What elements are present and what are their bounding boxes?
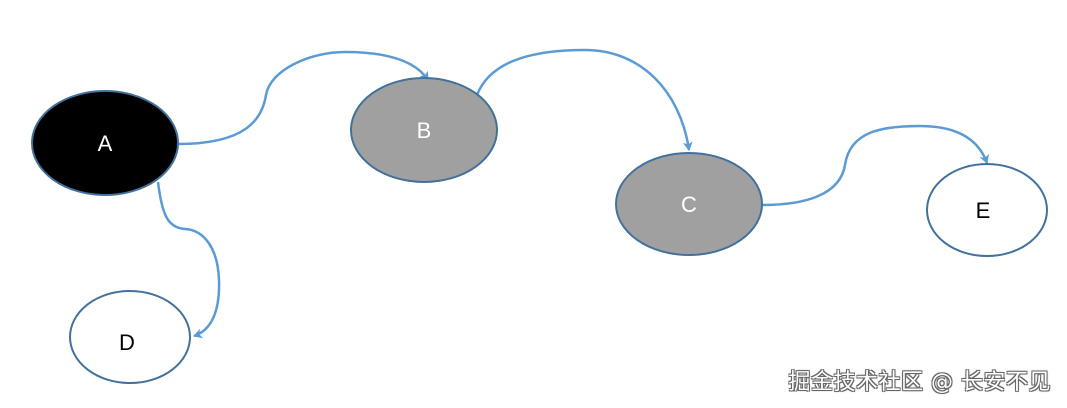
node-d-label: D [119,330,135,355]
node-e-label: E [976,198,991,223]
watermark-text: 掘金技术社区 @ 长安不见 [788,370,1051,395]
node-d: D [69,290,191,384]
node-a: A [31,90,179,196]
node-e-shape [926,163,1048,257]
edge-a-d [156,181,221,339]
node-b-label: B [417,118,432,143]
edge-c-e [761,124,989,207]
node-c-label: C [681,192,697,217]
edge-b-c [475,48,693,151]
node-c-shape [615,152,763,256]
node-a-label: A [98,131,113,156]
node-e: E [926,163,1048,257]
node-c: C [615,152,763,256]
node-d-shape [69,290,191,384]
node-b: B [350,77,498,183]
node-b-shape [350,77,498,183]
edge-a-b [177,50,430,146]
node-a-shape [31,90,179,196]
